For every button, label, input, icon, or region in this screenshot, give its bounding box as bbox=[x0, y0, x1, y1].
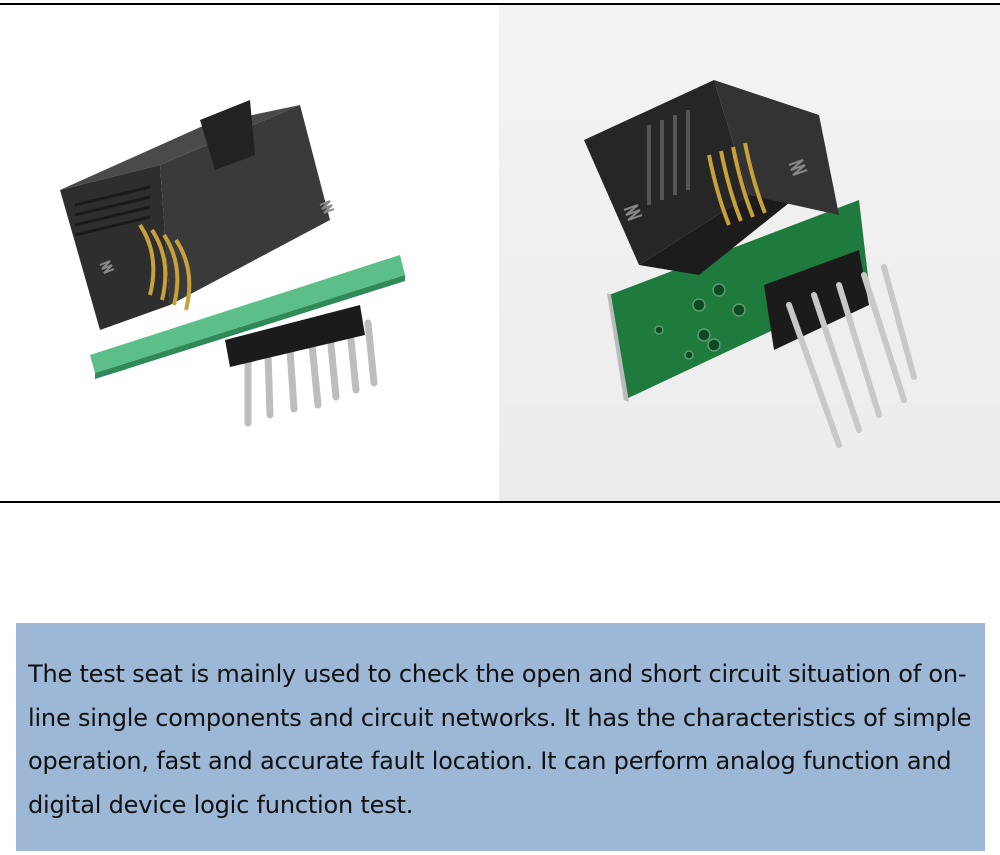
product-photo-strip bbox=[0, 3, 1000, 503]
photo-left bbox=[0, 5, 499, 501]
description-box: The test seat is mainly used to check th… bbox=[16, 623, 985, 851]
sop8-test-socket-board-image bbox=[584, 80, 917, 448]
photo-right bbox=[499, 5, 1000, 501]
description-text: The test seat is mainly used to check th… bbox=[28, 660, 972, 819]
sop8-test-socket-angled-image bbox=[60, 100, 405, 427]
